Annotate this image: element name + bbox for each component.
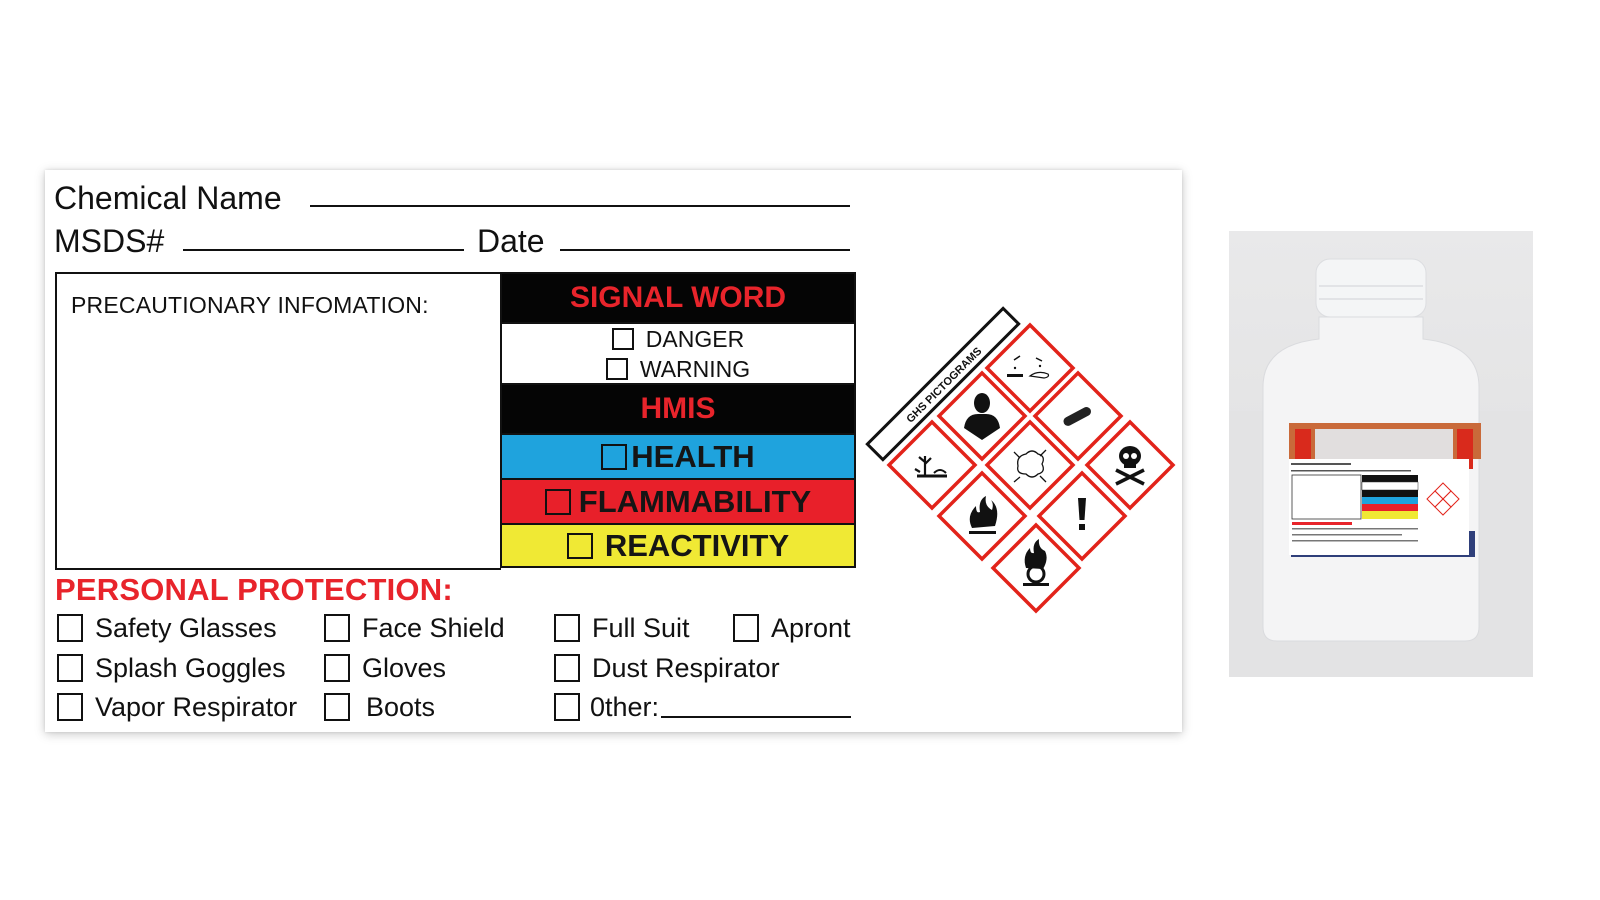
bottle-cap: [1315, 258, 1427, 318]
pp-dust-respirator[interactable]: Dust Respirator: [554, 653, 780, 683]
date-input-line[interactable]: [560, 249, 850, 251]
reactivity-checkbox[interactable]: [566, 532, 593, 559]
health-label: HEALTH: [631, 438, 755, 474]
full-suit-checkbox[interactable]: [554, 614, 580, 642]
hmis-header: HMIS: [502, 385, 854, 433]
chemical-name-input-line[interactable]: [310, 205, 850, 207]
other-input-line[interactable]: [661, 716, 852, 718]
hmis-reactivity-row[interactable]: REACTIVITY: [502, 523, 854, 566]
warning-checkbox[interactable]: [605, 357, 628, 380]
full-suit-label: Full Suit: [592, 613, 690, 643]
hmis-table: SIGNAL WORD DANGER WARNING HMIS HEALTH F…: [500, 272, 856, 568]
boots-label: Boots: [366, 692, 436, 722]
splash-goggles-checkbox[interactable]: [57, 654, 83, 682]
hmis-title: HMIS: [640, 392, 716, 425]
msds-input-line[interactable]: [183, 249, 464, 251]
signal-word-header: SIGNAL WORD: [502, 274, 854, 322]
personal-protection-title: PERSONAL PROTECTION:: [55, 572, 453, 607]
pp-full-suit[interactable]: Full Suit: [554, 613, 690, 643]
signal-word-options: DANGER WARNING: [502, 322, 854, 385]
date-label: Date: [477, 223, 545, 259]
reactivity-label: REACTIVITY: [604, 527, 790, 563]
face-shield-checkbox[interactable]: [324, 614, 350, 642]
flammability-label: FLAMMABILITY: [578, 483, 812, 519]
dust-respirator-label: Dust Respirator: [592, 653, 780, 683]
pp-safety-glasses[interactable]: Safety Glasses: [57, 613, 277, 643]
pp-other[interactable]: 0ther:: [554, 692, 852, 722]
face-shield-label: Face Shield: [362, 613, 505, 643]
boots-checkbox[interactable]: [324, 693, 350, 721]
chemical-name-field: Chemical Name: [54, 180, 282, 216]
chemical-label-card: Chemical Name MSDS# Date PRECAUTIONARY I…: [45, 170, 1182, 732]
splash-goggles-label: Splash Goggles: [95, 653, 286, 683]
health-checkbox[interactable]: [601, 443, 628, 470]
hmis-health-row[interactable]: HEALTH: [502, 433, 854, 478]
warning-label: WARNING: [639, 355, 751, 382]
precautionary-info-title: PRECAUTIONARY INFOMATION:: [71, 292, 429, 318]
flammability-checkbox[interactable]: [544, 488, 571, 515]
msds-field: MSDS#: [54, 223, 164, 259]
hmis-flammability-row[interactable]: FLAMMABILITY: [502, 478, 854, 523]
danger-label: DANGER: [645, 325, 745, 352]
pp-boots[interactable]: Boots: [324, 692, 435, 722]
gloves-checkbox[interactable]: [324, 654, 350, 682]
bottle-photo: [1229, 231, 1533, 677]
date-field: Date: [477, 223, 545, 259]
gloves-label: Gloves: [362, 653, 447, 683]
pp-gloves[interactable]: Gloves: [324, 653, 446, 683]
precautionary-info-box[interactable]: PRECAUTIONARY INFOMATION:: [55, 272, 501, 570]
danger-checkbox[interactable]: [611, 327, 634, 350]
apront-checkbox[interactable]: [733, 614, 759, 642]
other-checkbox[interactable]: [554, 693, 580, 721]
pp-splash-goggles[interactable]: Splash Goggles: [57, 653, 286, 683]
chemical-name-label: Chemical Name: [54, 180, 282, 216]
dust-respirator-checkbox[interactable]: [554, 654, 580, 682]
signal-option-danger[interactable]: DANGER: [611, 324, 745, 354]
safety-glasses-checkbox[interactable]: [57, 614, 83, 642]
pp-face-shield[interactable]: Face Shield: [324, 613, 505, 643]
signal-option-warning[interactable]: WARNING: [605, 354, 751, 384]
bottle-mini-label: [1289, 459, 1469, 555]
signal-word-title: SIGNAL WORD: [569, 281, 787, 314]
other-label: 0ther:: [590, 692, 660, 722]
vapor-respirator-label: Vapor Respirator: [95, 692, 298, 722]
pp-vapor-respirator[interactable]: Vapor Respirator: [57, 692, 297, 722]
vapor-respirator-checkbox[interactable]: [57, 693, 83, 721]
pp-apront[interactable]: Apront: [733, 613, 851, 643]
msds-label: MSDS#: [54, 223, 165, 259]
safety-glasses-label: Safety Glasses: [95, 613, 277, 643]
apront-label: Apront: [771, 613, 851, 643]
